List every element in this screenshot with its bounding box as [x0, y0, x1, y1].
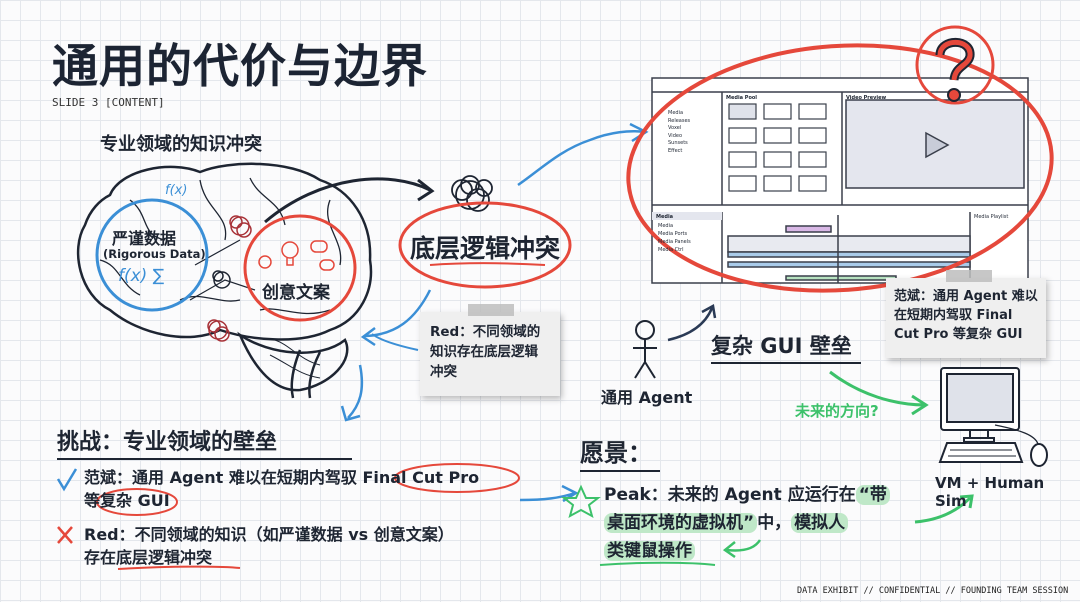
arrow-to-computer: [829, 370, 926, 407]
gui-media-pool: Media Pool: [726, 95, 758, 101]
sticky-note-fanbin: 范斌：通用 Agent 难以在短期内驾驭 Final Cut Pro 等复杂 G…: [886, 270, 1046, 358]
tree-item: Effect: [668, 147, 683, 154]
track-item: Media Panels: [658, 239, 691, 245]
vision-text: Peak：未来的 Agent 应运行在“带 桌面环境的虚拟机”中，模拟人 类键鼠…: [604, 481, 924, 565]
tree-item: Sunsets: [668, 140, 688, 146]
conflict-circle: [398, 201, 572, 289]
arrow-to-vision: [519, 491, 576, 502]
challenge-heading: 挑战：专业领域的壁垒: [57, 424, 352, 460]
gui-barrier-label: 复杂 GUI 壁垒: [711, 330, 861, 364]
text-complex-gui: 复杂 GUI: [100, 491, 170, 510]
highlight: “带: [855, 485, 890, 505]
track-item: Media Ctrl: [658, 247, 684, 253]
formula: f(x) ∑: [118, 266, 165, 286]
knot-icons: [189, 215, 256, 342]
gui-media-playlist: Media Playlist: [974, 214, 1009, 220]
vision-heading: 愿景：: [580, 433, 660, 472]
highlight: 桌面环境的虚拟机”: [604, 513, 758, 533]
tape: [468, 304, 514, 316]
gui-circle: [626, 43, 1054, 293]
tree-item: Video: [668, 132, 683, 139]
creative-label: 创意文案: [262, 283, 330, 303]
computer-label: VM + Human Sim: [935, 474, 1045, 510]
page-title: 通用的代价与边界: [52, 39, 428, 93]
formula-top: f(x): [165, 183, 188, 198]
question-mark-icon: [915, 25, 995, 105]
highlight: 模拟人: [791, 513, 849, 533]
text: 范斌：通用 Agent 难以在短期内驾驭: [84, 468, 363, 487]
rigorous-data-circle: [95, 198, 209, 312]
sticky-note-red: Red：不同领域的知识存在底层逻辑冲突: [420, 304, 560, 396]
text: Red：不同领域的知识（如严谨数据 vs 创意文案）: [84, 525, 454, 544]
arrow-to-conflict: [264, 177, 431, 224]
track-item: Media: [658, 223, 674, 229]
text-final-cut: Final Cut Pro: [362, 468, 480, 487]
track-item: Media Ports: [658, 231, 688, 237]
note-text: 范斌：通用 Agent 难以在短期内驾驭 Final Cut Pro 等复杂 G…: [894, 289, 1038, 342]
note-text: Red：不同领域的知识存在底层逻辑冲突: [430, 324, 541, 380]
tree-item: Releases: [668, 117, 691, 124]
conflict-label: 底层逻辑冲突: [410, 234, 561, 263]
future-direction-label: 未来的方向?: [795, 402, 879, 420]
gui-media: Media: [656, 214, 674, 220]
cross-icon: [57, 526, 73, 544]
rigorous-data-label: 严谨数据: [112, 229, 177, 248]
check-icon: [56, 468, 78, 492]
brain-title: 专业领域的知识冲突: [100, 134, 262, 155]
star-icon: [561, 484, 601, 519]
tree-item: Media: [668, 110, 684, 116]
tangle-icon: [451, 175, 493, 212]
arrow-to-gui: [517, 130, 646, 187]
tree-item: Voxel: [668, 125, 682, 131]
stick-figure-icon: [633, 320, 657, 379]
idea-icons: [258, 240, 335, 271]
computer-icon: [938, 367, 1048, 467]
text-conflict: 底层逻辑冲突: [116, 548, 213, 567]
challenge-item-2: Red：不同领域的知识（如严谨数据 vs 创意文案） 存在底层逻辑冲突: [84, 523, 534, 569]
gui-mockup: [651, 77, 1029, 284]
text: 存在: [84, 548, 117, 567]
brain-illustration: [76, 162, 373, 399]
slide-label: SLIDE 3 [CONTENT]: [52, 96, 165, 109]
highlight: 类键鼠操作: [604, 541, 695, 561]
footer: DATA EXHIBIT // CONFIDENTIAL // FOUNDING…: [797, 586, 1069, 596]
tape: [946, 270, 992, 282]
text: Peak：未来的 Agent 应运行在: [604, 485, 856, 505]
text: 等: [84, 491, 101, 510]
challenge-item-1: 范斌：通用 Agent 难以在短期内驾驭 Final Cut Pro 等复杂 G…: [84, 466, 534, 512]
rigorous-data-en: (Rigorous Data): [103, 247, 206, 261]
text: 中，: [757, 513, 792, 533]
creative-circle: [243, 214, 357, 322]
gui-video-preview: Video Preview: [846, 95, 887, 101]
agent-label: 通用 Agent: [601, 388, 693, 407]
